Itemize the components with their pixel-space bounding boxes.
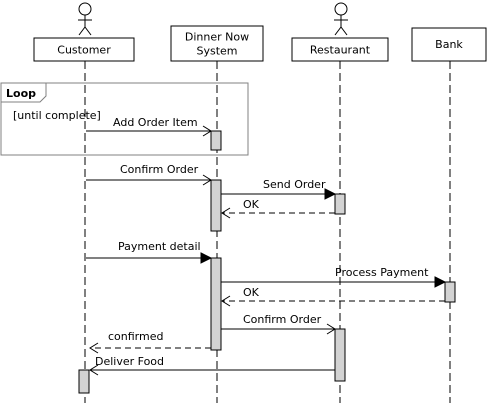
message-label: Send Order bbox=[263, 178, 326, 191]
loop-operator-label: Loop bbox=[6, 87, 36, 100]
message-label: Process Payment bbox=[335, 266, 429, 279]
message-ok-return[interactable]: OK bbox=[221, 286, 445, 307]
participant-label: Bank bbox=[435, 38, 463, 51]
message-label: Payment detail bbox=[118, 240, 201, 253]
participant-customer[interactable]: Customer bbox=[33, 37, 135, 62]
message-confirm-order[interactable]: Confirm Order bbox=[221, 313, 336, 335]
participant-bank[interactable]: Bank bbox=[411, 27, 487, 62]
restaurant-activation bbox=[334, 328, 346, 382]
message-send-order[interactable]: Send Order bbox=[221, 178, 337, 200]
participant-label-line-2: System bbox=[196, 45, 237, 58]
participant-label: Restaurant bbox=[310, 44, 371, 57]
system-activation bbox=[210, 179, 222, 232]
loop-guard: [until complete] bbox=[13, 109, 101, 122]
system-activation bbox=[210, 257, 222, 351]
participant-label: Customer bbox=[57, 44, 111, 57]
bank-activation bbox=[444, 281, 456, 303]
message-confirm-order[interactable]: Confirm Order bbox=[86, 163, 212, 186]
message-deliver-food[interactable]: Deliver Food bbox=[89, 355, 335, 376]
system-activation bbox=[210, 130, 222, 151]
participant-restaurant[interactable]: Restaurant bbox=[291, 37, 389, 62]
message-label: Confirm Order bbox=[120, 163, 199, 176]
message-label: OK bbox=[243, 198, 260, 211]
message-ok-return[interactable]: OK bbox=[221, 198, 335, 219]
restaurant-actor-icon bbox=[334, 2, 348, 36]
message-label: Confirm Order bbox=[243, 313, 322, 326]
participant-system[interactable]: Dinner Now System bbox=[170, 25, 264, 62]
loop-fragment[interactable]: Loop [until complete] bbox=[0, 82, 249, 156]
message-label: OK bbox=[243, 286, 260, 299]
participant-label-line-1: Dinner Now bbox=[185, 31, 249, 44]
loop-operator-tab bbox=[0, 82, 47, 103]
message-process-payment[interactable]: Process Payment bbox=[221, 266, 447, 288]
message-label: Deliver Food bbox=[95, 355, 164, 368]
restaurant-activation bbox=[334, 193, 346, 215]
message-payment-detail[interactable]: Payment detail bbox=[86, 240, 213, 264]
message-add-order-item[interactable]: Add Order Item bbox=[86, 116, 212, 137]
message-label: confirmed bbox=[108, 330, 163, 343]
message-label: Add Order Item bbox=[113, 116, 198, 129]
customer-actor-icon bbox=[78, 2, 92, 36]
message-confirmed-return[interactable]: confirmed bbox=[89, 330, 211, 354]
customer-activation bbox=[78, 369, 90, 394]
